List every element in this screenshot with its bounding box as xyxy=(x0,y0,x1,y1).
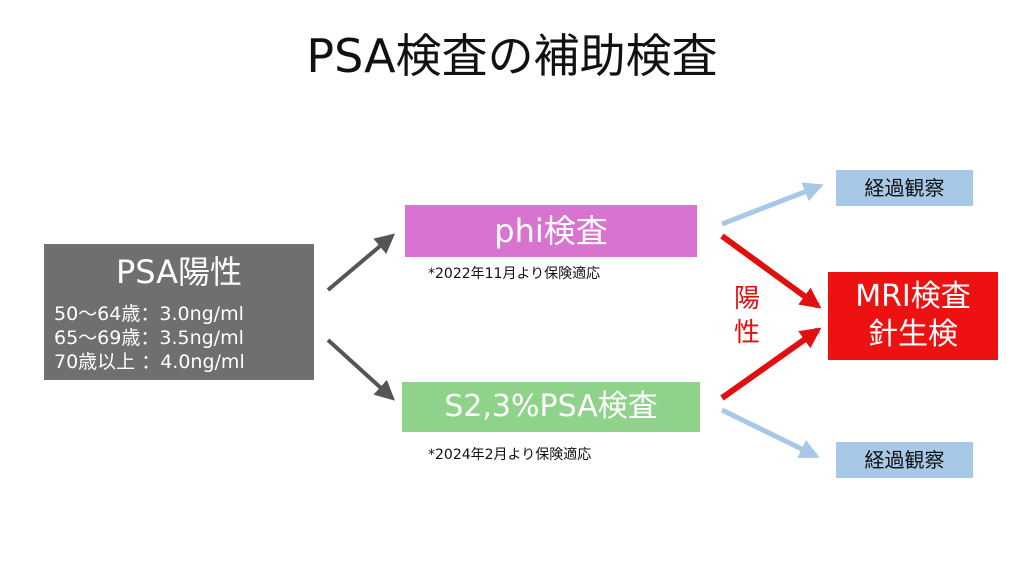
psa-threshold-line: 50～64歳：3.0ng/ml xyxy=(54,303,244,325)
mri-biopsy-box: MRI検査 針生検 xyxy=(828,272,998,360)
phi-insurance-note: *2022年11月より保険適応 xyxy=(428,266,601,282)
positive-label-char: 陽 xyxy=(733,284,760,314)
observation-box-bottom: 経過観察 xyxy=(836,442,973,478)
biopsy-label: 針生検 xyxy=(868,317,958,352)
page-title: PSA検査の補助検査 xyxy=(306,29,718,83)
s23-psa-test-box: S2,3%PSA検査 xyxy=(402,382,700,432)
psa-positive-heading: PSA陽性 xyxy=(115,253,243,291)
arrow-psa-to-s23 xyxy=(326,338,395,401)
observation-box-top: 経過観察 xyxy=(836,170,973,206)
positive-label-char: 性 xyxy=(733,318,760,348)
psa-threshold-line: 65～69歳：3.5ng/ml xyxy=(54,327,244,349)
phi-test-box: phi検査 xyxy=(405,205,697,257)
arrow-s23-to-mri xyxy=(720,327,822,401)
s23-insurance-note: *2024年2月より保険適応 xyxy=(428,447,592,463)
psa-threshold-line: 70歳以上 ：4.0ng/ml xyxy=(54,351,245,373)
arrow-phi-to-mri xyxy=(720,233,822,309)
mri-label: MRI検査 xyxy=(855,279,971,314)
arrow-phi-to-observation xyxy=(721,182,824,227)
arrow-s23-to-observation xyxy=(720,407,820,459)
psa-positive-box: PSA陽性 50～64歳：3.0ng/ml 65～69歳：3.5ng/ml 70… xyxy=(44,244,314,380)
arrow-psa-to-phi xyxy=(326,233,396,292)
